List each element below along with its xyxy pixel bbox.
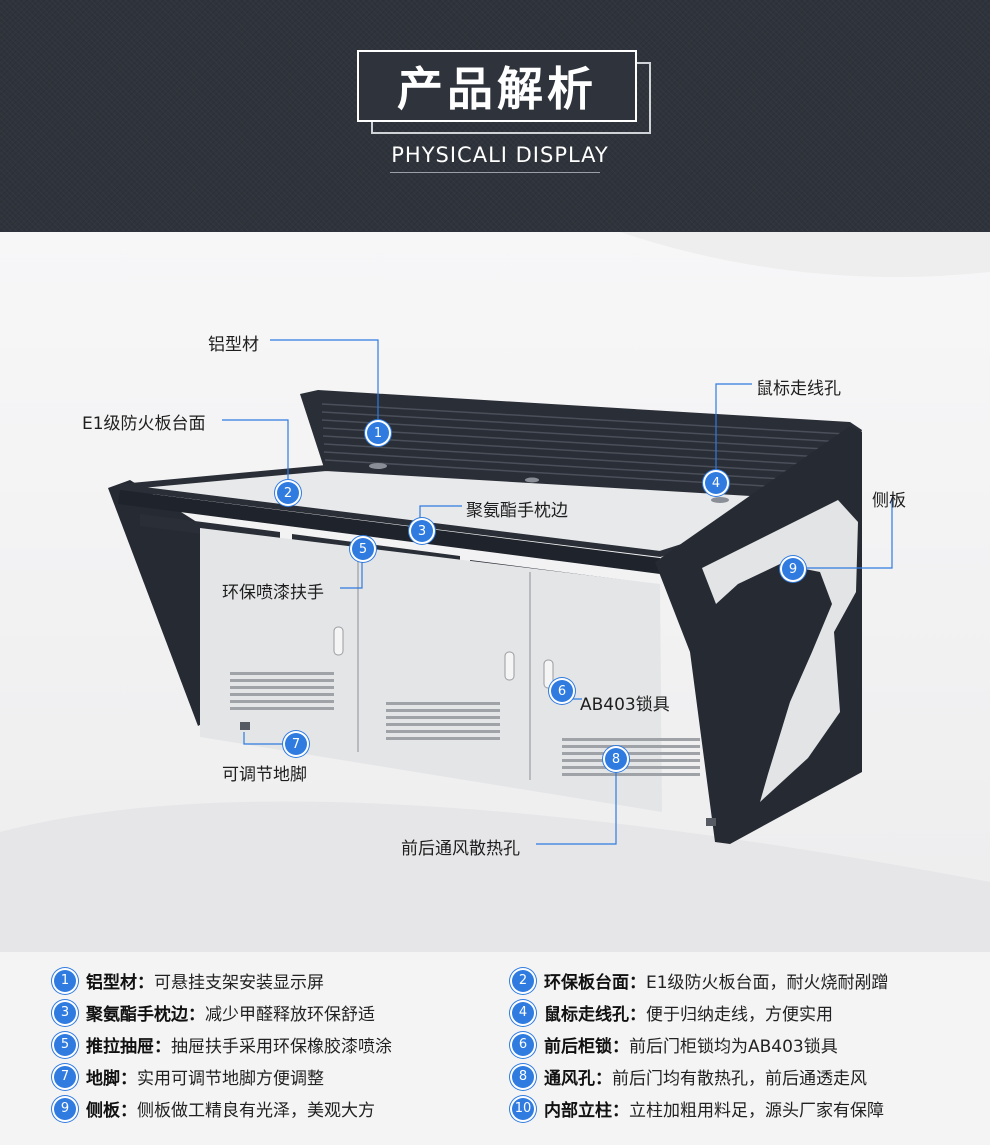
adjustable-foot [240,722,250,730]
feature-value: 立柱加粗用料足，源头厂家有保障 [629,1101,884,1121]
armrest-edge [118,490,660,574]
feature-value: 侧板做工精良有光泽，美观大方 [137,1101,375,1121]
feature-value: 抽屉扶手采用环保橡胶漆喷涂 [171,1037,392,1057]
feature-key: 环保板台面： [544,973,646,993]
adjustable-foot [706,818,716,826]
feature-number-badge: 9 [54,1097,76,1120]
feature-value: 前后门均有散热孔，前后通透走风 [612,1069,867,1089]
feature-item: 3 聚氨酯手枕边： 减少甲醛释放环保舒适 [54,1000,375,1025]
feature-item: 8 通风孔： 前后门均有散热孔，前后通透走风 [512,1064,867,1089]
feature-number-badge: 3 [54,1001,76,1024]
header-banner: 产品解析 PHYSICALI DISPLAY [0,0,990,232]
feature-value: 可悬挂支架安装显示屏 [154,973,324,993]
callout-vent-holes: 前后通风散热孔 [401,839,520,859]
feature-value: E1级防火板台面，耐火烧耐剐蹭 [646,973,889,993]
side-panel-inlay [702,500,858,802]
bg-swoosh [0,801,990,952]
callout-mouse-cable-hole: 鼠标走线孔 [756,379,841,399]
marker-1: 1 [367,422,389,444]
feature-item: 6 前后柜锁： 前后门柜锁均为AB403锁具 [512,1032,838,1057]
feature-value: 减少甲醛释放环保舒适 [205,1005,375,1025]
feature-number-badge: 10 [512,1097,534,1120]
bg-swoosh-top [620,232,990,277]
feature-list: 1 铝型材： 可悬挂支架安装显示屏 2 环保板台面： E1级防火板台面，耐火烧耐… [0,958,990,1145]
cable-hole [711,497,729,503]
marker-2: 2 [277,482,299,504]
marker-4: 4 [705,472,727,494]
callout-painted-handle: 环保喷漆扶手 [222,583,324,603]
feature-key: 通风孔： [544,1069,612,1089]
feature-key: 推拉抽屉： [86,1037,171,1057]
callout-side-panel: 侧板 [872,491,906,511]
feature-item: 10 内部立柱： 立柱加粗用料足，源头厂家有保障 [512,1096,884,1121]
leader-lines [222,339,893,845]
feature-item: 1 铝型材： 可悬挂支架安装显示屏 [54,968,324,993]
cable-hole [369,463,387,469]
marker-6: 6 [551,680,573,702]
feature-number-badge: 6 [512,1033,534,1056]
product-stage: 1 2 3 4 5 6 7 8 9 铝型材 E1级防火板台面 聚氨酯手枕边 鼠标… [0,232,990,952]
feature-key: 地脚： [86,1069,137,1089]
marker-9: 9 [782,558,804,580]
feature-item: 4 鼠标走线孔： 便于归纳走线，方便实用 [512,1000,833,1025]
door-lock-icon [543,659,554,689]
page-subtitle: PHYSICALI DISPLAY [391,143,609,167]
callout-adjustable-foot: 可调节地脚 [222,765,307,785]
feature-key: 鼠标走线孔： [544,1005,646,1025]
callout-fireproof-top: E1级防火板台面 [82,414,206,434]
feature-number-badge: 5 [54,1033,76,1056]
marker-8: 8 [605,748,627,770]
feature-value: 前后门柜锁均为AB403锁具 [629,1037,838,1057]
door-lock-icon [504,651,515,681]
profile-ribs [321,403,847,491]
feature-number-badge: 4 [512,1001,534,1024]
marker-3: 3 [411,520,433,542]
vent-holes [230,672,700,776]
feature-key: 铝型材： [86,973,154,993]
feature-item: 5 推拉抽屉： 抽屉扶手采用环保橡胶漆喷涂 [54,1032,392,1057]
feature-number-badge: 8 [512,1065,534,1088]
callout-ab403-lock: AB403锁具 [580,695,670,715]
feature-number-badge: 7 [54,1065,76,1088]
feature-item: 9 侧板： 侧板做工精良有光泽，美观大方 [54,1096,375,1121]
feature-value: 实用可调节地脚方便调整 [137,1069,324,1089]
callout-polyurethane-armrest: 聚氨酯手枕边 [466,501,568,521]
title-frame: 产品解析 [357,50,637,122]
callout-aluminum-profile: 铝型材 [208,335,259,355]
feature-key: 前后柜锁： [544,1037,629,1057]
cable-hole [525,477,539,483]
feature-key: 聚氨酯手枕边： [86,1005,205,1025]
feature-number-badge: 1 [54,969,76,992]
marker-7: 7 [285,733,307,755]
door-lock-icon [333,626,344,656]
feature-number-badge: 2 [512,969,534,992]
feature-item: 2 环保板台面： E1级防火板台面，耐火烧耐剐蹭 [512,968,889,993]
subtitle-underline [390,172,600,173]
cabinet-body [200,528,662,812]
left-side-panel [108,480,205,726]
feature-key: 侧板： [86,1101,137,1121]
page-title: 产品解析 [397,62,597,116]
marker-5: 5 [352,538,374,560]
feature-item: 7 地脚： 实用可调节地脚方便调整 [54,1064,324,1089]
feature-value: 便于归纳走线，方便实用 [646,1005,833,1025]
feature-key: 内部立柱： [544,1101,629,1121]
